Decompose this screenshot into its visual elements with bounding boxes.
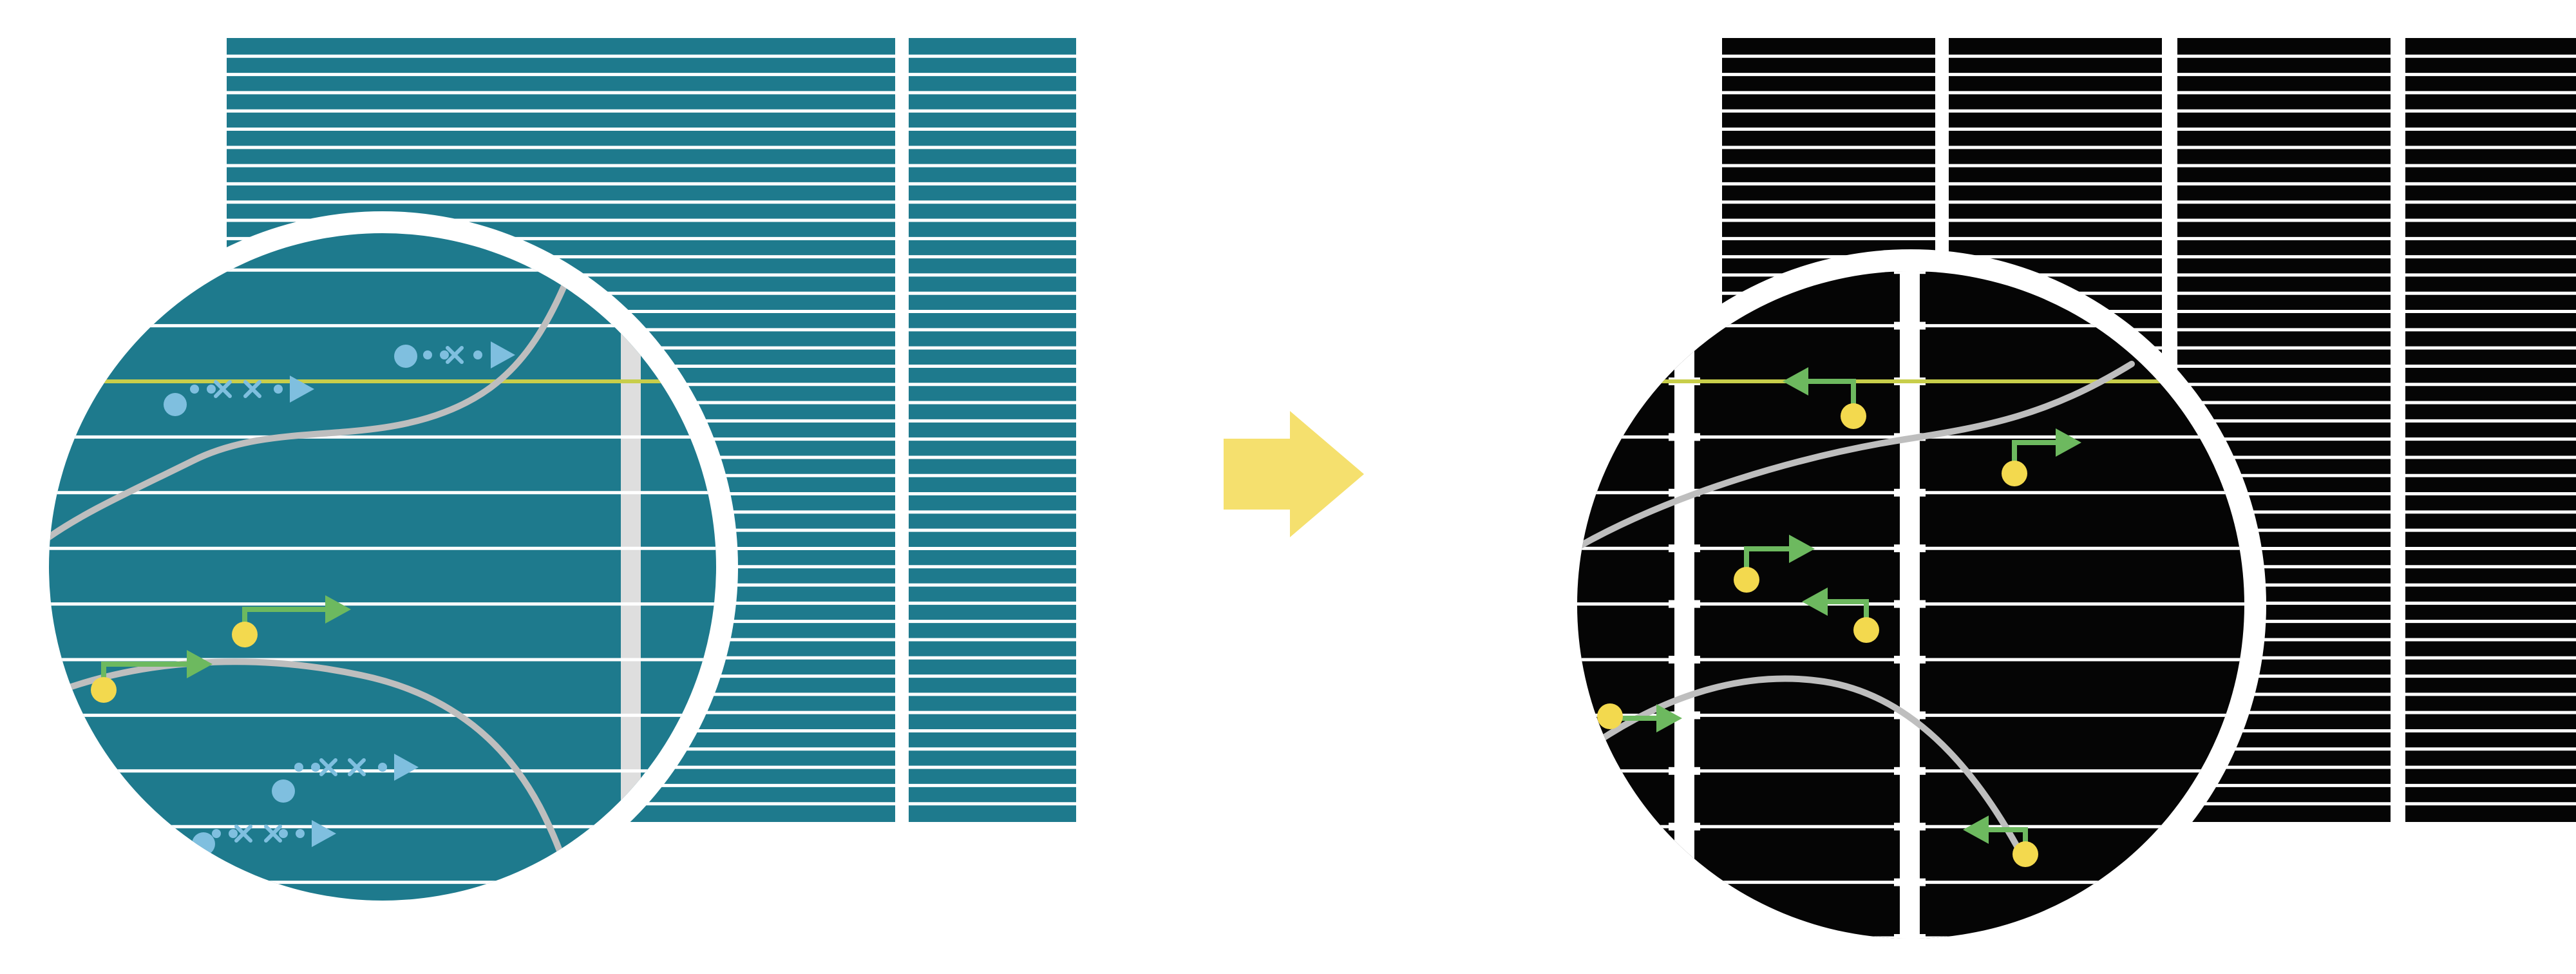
- hole-dot: [2002, 461, 2027, 486]
- electron-trail-dot: [473, 350, 482, 359]
- busbar-tick: [1894, 934, 1926, 939]
- hole-arrowhead: [1802, 587, 1828, 616]
- busbar-tick: [1669, 433, 1700, 441]
- busbar-tick: [1894, 767, 1926, 775]
- busbar-tick: [1669, 656, 1700, 664]
- electron-arrowhead: [394, 754, 419, 781]
- hole-arrowhead: [1963, 816, 1989, 844]
- electron-trail-dot: [212, 829, 221, 838]
- hole-path: [1783, 367, 1866, 429]
- electron-dot: [394, 345, 417, 368]
- hole-dot: [1841, 403, 1866, 429]
- electron-trail-dot: [378, 763, 387, 772]
- hole-arrowhead: [1789, 535, 1815, 563]
- hole-dot: [91, 677, 117, 703]
- electron-trail-dot: [440, 350, 449, 359]
- recombination-cross: [264, 825, 282, 843]
- hole-arrowhead: [1656, 704, 1682, 732]
- electron-trail-dot: [207, 385, 216, 394]
- electron-dot: [272, 779, 295, 803]
- cell-panel: [2405, 38, 2576, 822]
- electron-path: [272, 754, 419, 803]
- electron-trail-dot: [294, 763, 303, 772]
- busbar-tick: [1894, 488, 1926, 497]
- hole-path: [232, 595, 351, 647]
- recombination-cross: [348, 758, 366, 776]
- transition-arrow-icon: [1224, 411, 1364, 537]
- busbar-tick: [1669, 600, 1700, 608]
- hole-arrowhead: [187, 650, 213, 678]
- electron-arrowhead: [491, 341, 515, 368]
- electron-arrowhead: [312, 820, 336, 847]
- hole-arrowhead: [325, 595, 351, 624]
- electron-path: [394, 341, 515, 368]
- hole-path: [1597, 703, 1682, 732]
- grain-boundary-curve: [1577, 675, 2027, 861]
- busbar-tick: [1894, 321, 1926, 330]
- recombination-cross: [319, 758, 337, 776]
- hole-dot: [1597, 703, 1623, 729]
- recombination-cross: [243, 380, 261, 398]
- busbar-tick: [1669, 823, 1700, 831]
- electron-trail-dot: [423, 350, 432, 359]
- hole-path: [1734, 535, 1815, 593]
- grain-boundary-curve: [1577, 361, 2135, 554]
- electron-trail-dot: [311, 763, 320, 772]
- busbar-tick: [1669, 544, 1700, 553]
- grain-boundary-curve: [49, 236, 586, 543]
- recombination-cross: [234, 825, 252, 843]
- hole-arrowhead: [2056, 428, 2081, 457]
- busbar-tick: [1894, 878, 1926, 886]
- busbar-tick: [1894, 600, 1926, 608]
- hole-path: [2002, 428, 2081, 486]
- hole-path: [1963, 816, 2038, 867]
- electron-path: [164, 376, 314, 416]
- electron-arrowhead: [290, 376, 314, 403]
- left-magnifier: [27, 211, 738, 922]
- busbar-tick: [1894, 656, 1926, 664]
- hole-dot: [2012, 841, 2038, 867]
- electron-path: [192, 820, 336, 855]
- hole-dot: [1853, 617, 1879, 643]
- electron-trail-dot: [274, 385, 283, 394]
- right-magnifier: [1555, 249, 2266, 960]
- hole-dot: [232, 622, 258, 647]
- electron-trail-dot: [190, 385, 199, 394]
- busbar-tick: [1894, 544, 1926, 553]
- electron-trail-dot: [296, 829, 305, 838]
- electron-dot: [164, 393, 187, 416]
- hole-path: [1802, 587, 1879, 643]
- busbar-tick: [1894, 271, 1926, 274]
- recombination-cross: [446, 346, 464, 364]
- busbar-tick: [1669, 767, 1700, 775]
- hole-arrowhead: [1783, 367, 1808, 396]
- busbar-tick: [1894, 823, 1926, 831]
- right-magnifier-lens: [1577, 271, 2244, 939]
- hole-dot: [1734, 567, 1759, 593]
- hole-path: [91, 650, 213, 703]
- cell-panel: [909, 38, 1076, 822]
- lens-background: [49, 233, 716, 901]
- electron-trail-dot: [229, 829, 238, 838]
- electron-trail-dot: [279, 829, 288, 838]
- recombination-cross: [214, 380, 232, 398]
